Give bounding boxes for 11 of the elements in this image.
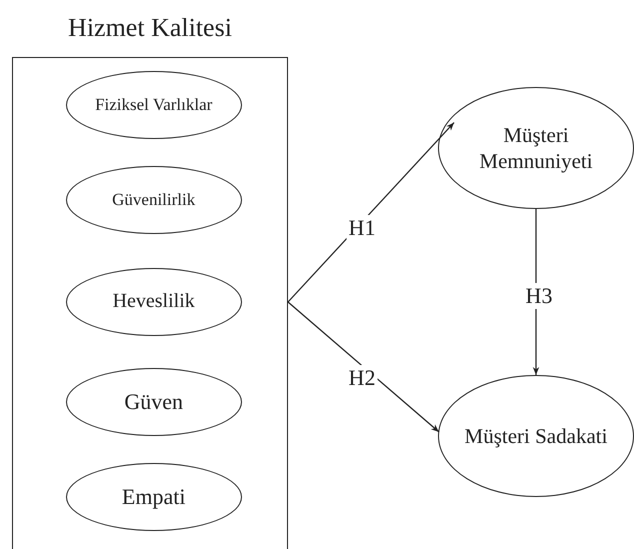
node-label: Güven bbox=[123, 388, 184, 416]
group-title: Hizmet Kalitesi bbox=[67, 12, 233, 44]
edge-label: H1 bbox=[346, 215, 378, 241]
node-label: Güvenilirlik bbox=[111, 189, 196, 210]
arrow bbox=[288, 302, 440, 432]
node-label: Müşteri Memnuniyeti bbox=[478, 122, 594, 174]
node-label: Müşteri Sadakati bbox=[464, 422, 608, 450]
edge-label: H3 bbox=[524, 283, 554, 309]
node-label: Heveslilik bbox=[112, 289, 196, 314]
node-label: Empati bbox=[120, 482, 186, 510]
node-label: Fiziksel Varlıklar bbox=[94, 94, 214, 116]
